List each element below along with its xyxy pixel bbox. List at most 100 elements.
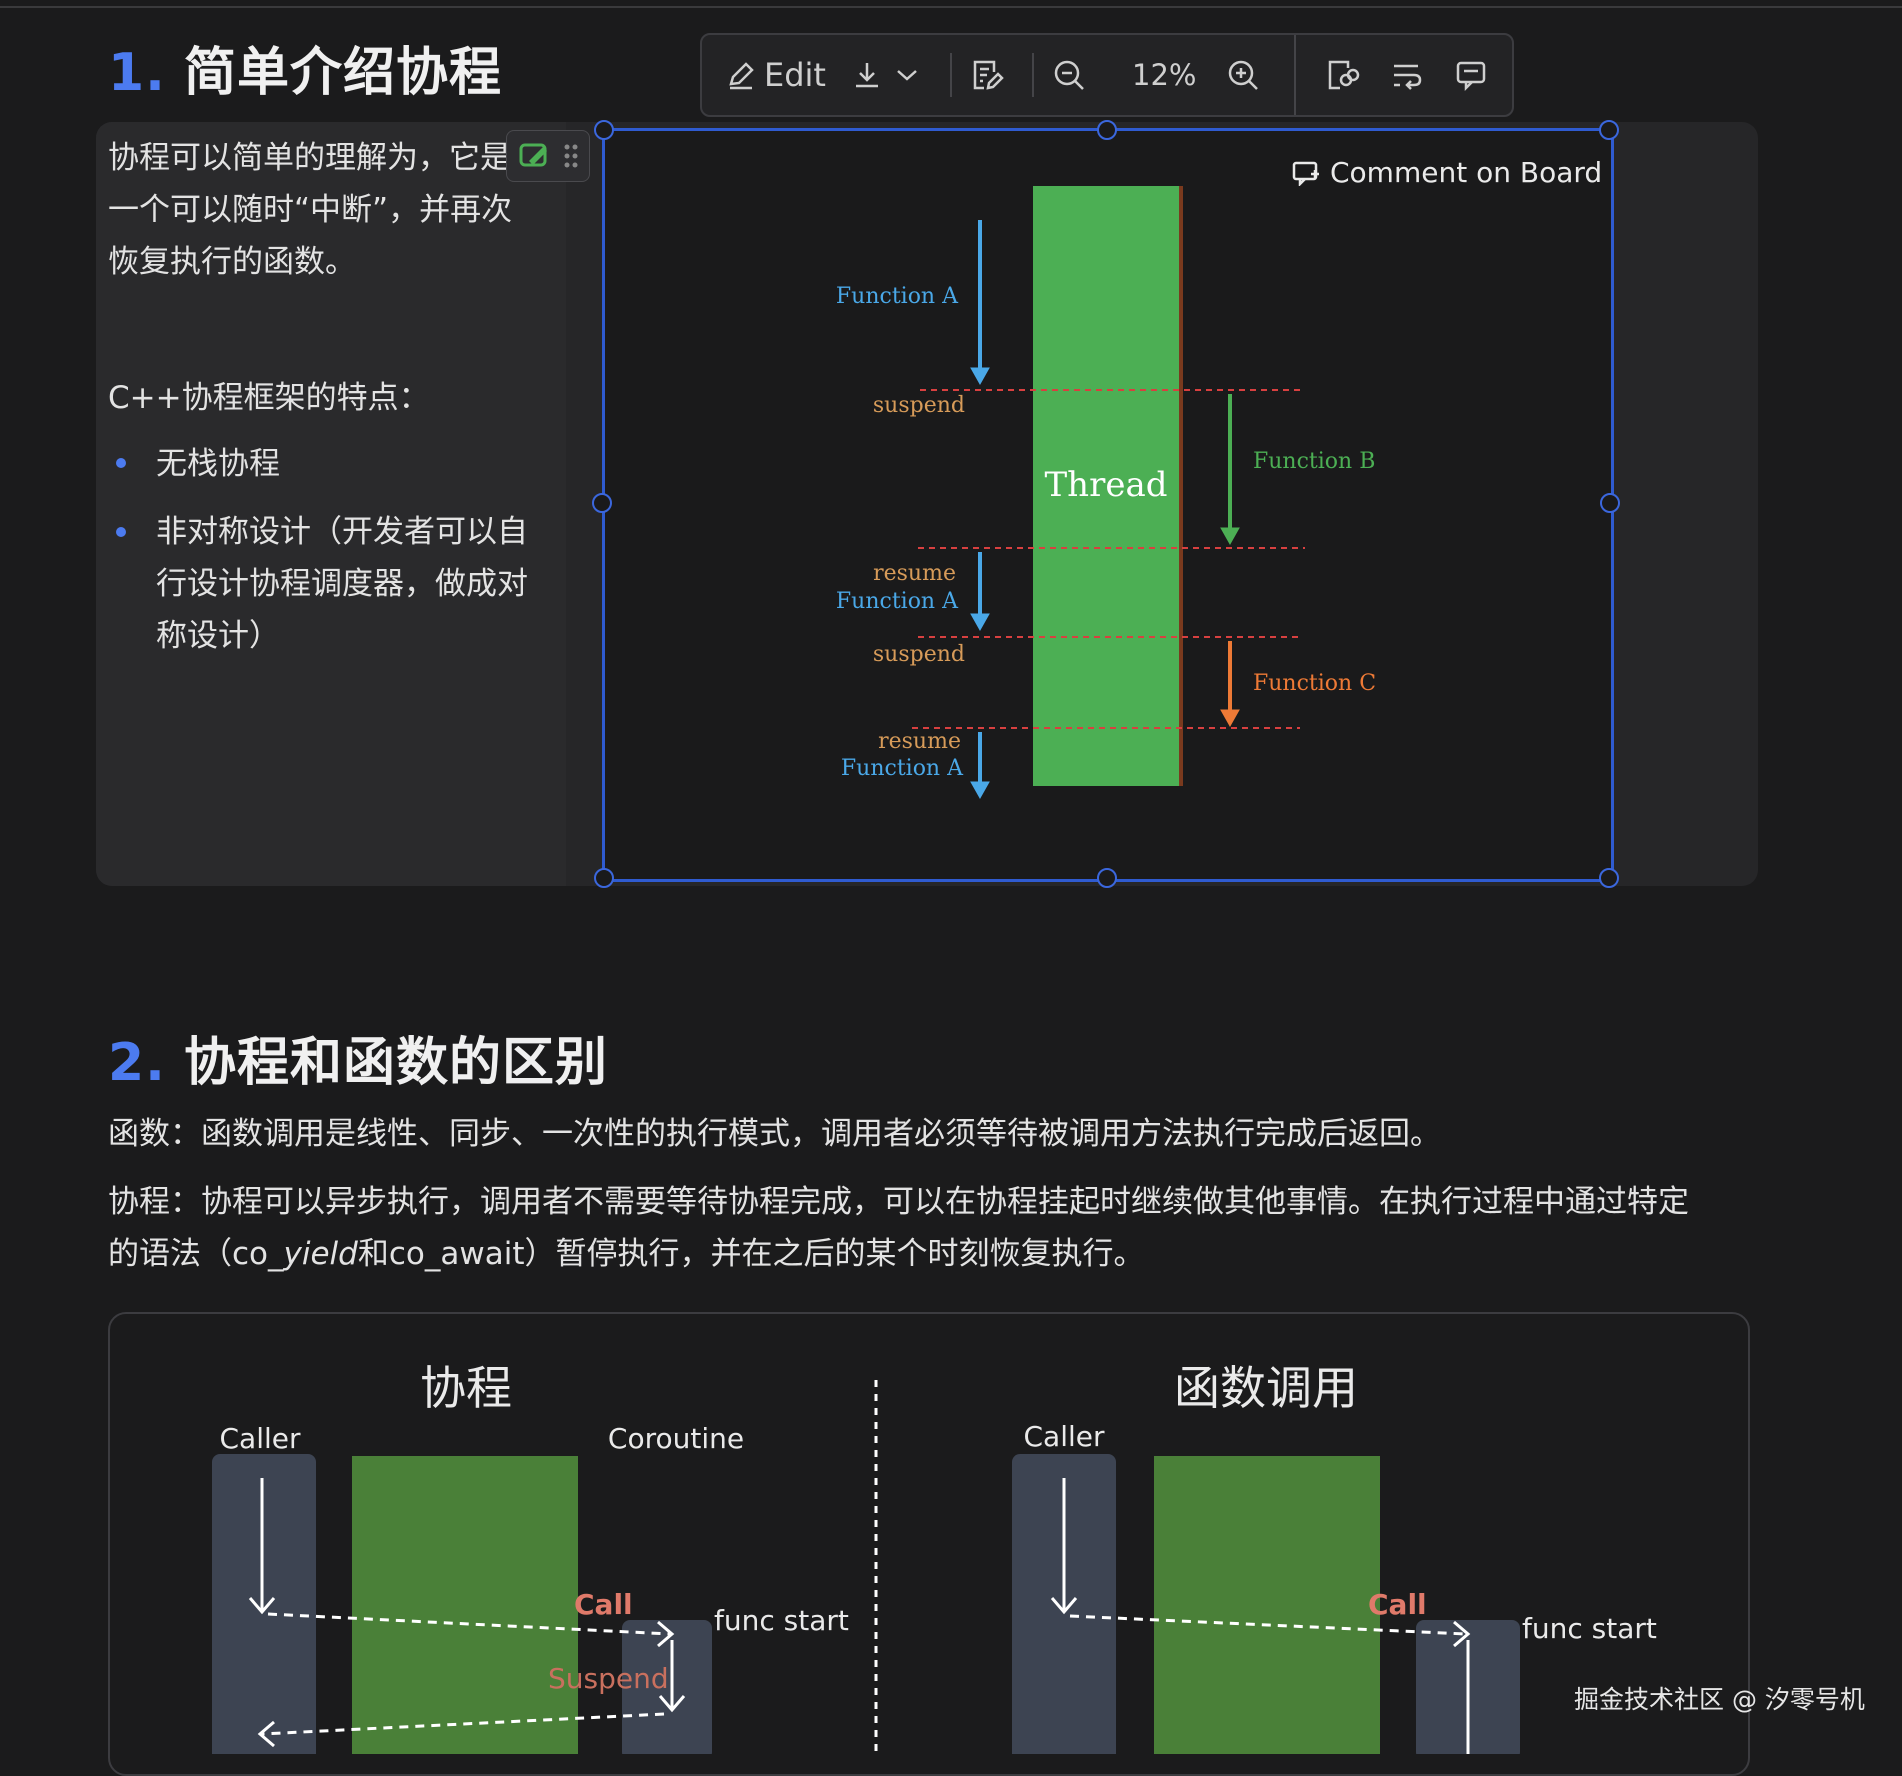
wrap-button[interactable] [1390, 35, 1424, 115]
call-label: Call [574, 1588, 633, 1621]
resize-handle[interactable] [592, 493, 612, 513]
chevron-down-icon [897, 70, 917, 81]
syntax-text-rest: 和co_await）暂停执行，并在之后的某个时刻恢复执行。 [357, 1236, 1145, 1272]
coroutine-paragraph-line2: 的语法（co_yield和co_await）暂停执行，并在之后的某个时刻恢复执行… [108, 1228, 1144, 1280]
func-start-label: func start [1522, 1612, 1657, 1645]
suspend-label: suspend [873, 642, 965, 667]
section1-number: 1. [108, 43, 166, 103]
caller-label: Caller [219, 1422, 300, 1455]
comment-add-icon [1292, 161, 1319, 186]
link-board-button[interactable] [1326, 35, 1360, 115]
callee-lane-highlight [1154, 1456, 1380, 1756]
zoom-out-icon [1054, 60, 1084, 90]
comparison-diagram: 协程 Caller Coroutine Call func start Susp… [108, 1312, 1750, 1776]
thread-bar-edge [1179, 186, 1183, 786]
board-toolbar: Edit 12% [700, 33, 1514, 117]
download-icon [856, 63, 878, 88]
caller-label: Caller [1023, 1420, 1104, 1453]
comparison-diagram-drawing: 协程 Caller Coroutine Call func start Susp… [212, 1361, 1657, 1764]
thread-diagram: Thread Function A suspend Function B res… [836, 186, 1376, 800]
resize-handle[interactable] [1599, 868, 1619, 888]
bullet-dot [116, 458, 126, 468]
call-label: Call [1368, 1588, 1427, 1621]
bullet-dot [116, 527, 126, 537]
function-a-label: Function A [836, 284, 959, 309]
caller-lane [212, 1454, 316, 1764]
arrowhead [257, 1720, 275, 1748]
function-c-label: Function C [1253, 671, 1376, 696]
outline-button[interactable] [970, 35, 1004, 115]
coroutine-label: Coroutine [608, 1422, 744, 1455]
coroutine-paragraph-line1: 协程：协程可以异步执行，调用者不需要等待协程完成，可以在协程挂起时继续做其他事情… [108, 1184, 1689, 1220]
arrowhead [1453, 1620, 1471, 1648]
zoom-level[interactable]: 12% [1132, 58, 1197, 92]
section2-heading: 2. 协程和函数的区别 [108, 1020, 608, 1095]
syntax-text: 的语法（co_ [108, 1236, 284, 1272]
function-a-label: Function A [841, 756, 964, 781]
comment-button[interactable] [1454, 35, 1488, 115]
arrowhead [1220, 527, 1240, 546]
thread-bar [1033, 186, 1181, 786]
thread-label: Thread [1045, 465, 1168, 505]
watermark: 掘金技术社区 @ 汐零号机 [1574, 1685, 1865, 1714]
section1-heading: 1. 简单介绍协程 [108, 30, 502, 105]
features-title: C++协程框架的特点： [108, 380, 430, 416]
arrowhead [1220, 709, 1240, 728]
resize-handle[interactable] [594, 868, 614, 888]
text-column [96, 122, 566, 886]
comment-icon [1456, 61, 1486, 92]
toolbar-divider [1294, 35, 1296, 115]
call-flow [1069, 1614, 1467, 1636]
coroutine-lane-highlight [352, 1456, 578, 1756]
function-a-label: Function A [836, 589, 959, 614]
arrowhead [657, 1620, 675, 1648]
yield-keyword: yield [283, 1236, 358, 1272]
section2-title: 协程和函数的区别 [183, 1033, 608, 1093]
suspend-flow [261, 1712, 665, 1736]
coroutine-lane [622, 1620, 712, 1760]
document-edit-icon [973, 60, 1004, 90]
section2-number: 2. [108, 1033, 166, 1093]
edit-button[interactable]: Edit [726, 35, 826, 115]
function-paragraph: 函数：函数调用是线性、同步、一次性的执行模式，调用者必须等待被调用方法执行完成后… [108, 1116, 1441, 1152]
function-call-title: 函数调用 [1174, 1361, 1358, 1415]
call-flow [267, 1612, 671, 1636]
zoom-in-button[interactable] [1226, 35, 1260, 115]
function-b-label: Function B [1253, 449, 1375, 474]
resume-label: resume [873, 561, 956, 586]
bullet-item: 无栈协程 [156, 446, 280, 482]
coroutine-title: 协程 [420, 1361, 512, 1415]
resize-handle[interactable] [594, 120, 614, 140]
arrowhead [248, 1597, 276, 1615]
text-wrap-icon [1394, 64, 1422, 90]
resize-handle[interactable] [1600, 493, 1620, 513]
block-action-handle[interactable] [506, 130, 590, 182]
arrowhead [970, 367, 990, 386]
resume-label: resume [878, 729, 961, 754]
resize-handle[interactable] [1097, 120, 1117, 140]
comment-on-board-button[interactable]: Comment on Board [1292, 156, 1602, 189]
arrowhead [970, 781, 990, 800]
download-button[interactable] [852, 35, 920, 115]
suspend-label: suspend [873, 393, 965, 418]
bullet-item: 非对称设计（开发者可以自 行设计协程调度器，做成对 称设计） [156, 514, 528, 654]
resize-handle[interactable] [1599, 120, 1619, 140]
comment-edit-icon[interactable] [507, 131, 589, 181]
arrowhead [1050, 1597, 1078, 1615]
arrowhead [970, 613, 990, 632]
top-divider [0, 6, 1902, 8]
suspend-label: Suspend [548, 1662, 669, 1695]
toolbar-divider [1032, 53, 1034, 97]
link-document-icon [1328, 60, 1360, 90]
pencil-icon [729, 62, 754, 90]
func-start-label: func start [714, 1604, 849, 1637]
zoom-in-icon [1228, 60, 1258, 90]
intro-text: 协程可以简单的理解为，它是 一个可以随时“中断”，并再次 恢复执行的函数。 [108, 140, 513, 280]
resize-handle[interactable] [1097, 868, 1117, 888]
edit-label: Edit [764, 56, 826, 94]
zoom-out-button[interactable] [1052, 35, 1086, 115]
toolbar-divider [950, 53, 952, 97]
section1-title: 简单介绍协程 [183, 43, 502, 103]
comment-on-board-label: Comment on Board [1330, 156, 1603, 189]
arrowhead [658, 1695, 686, 1713]
